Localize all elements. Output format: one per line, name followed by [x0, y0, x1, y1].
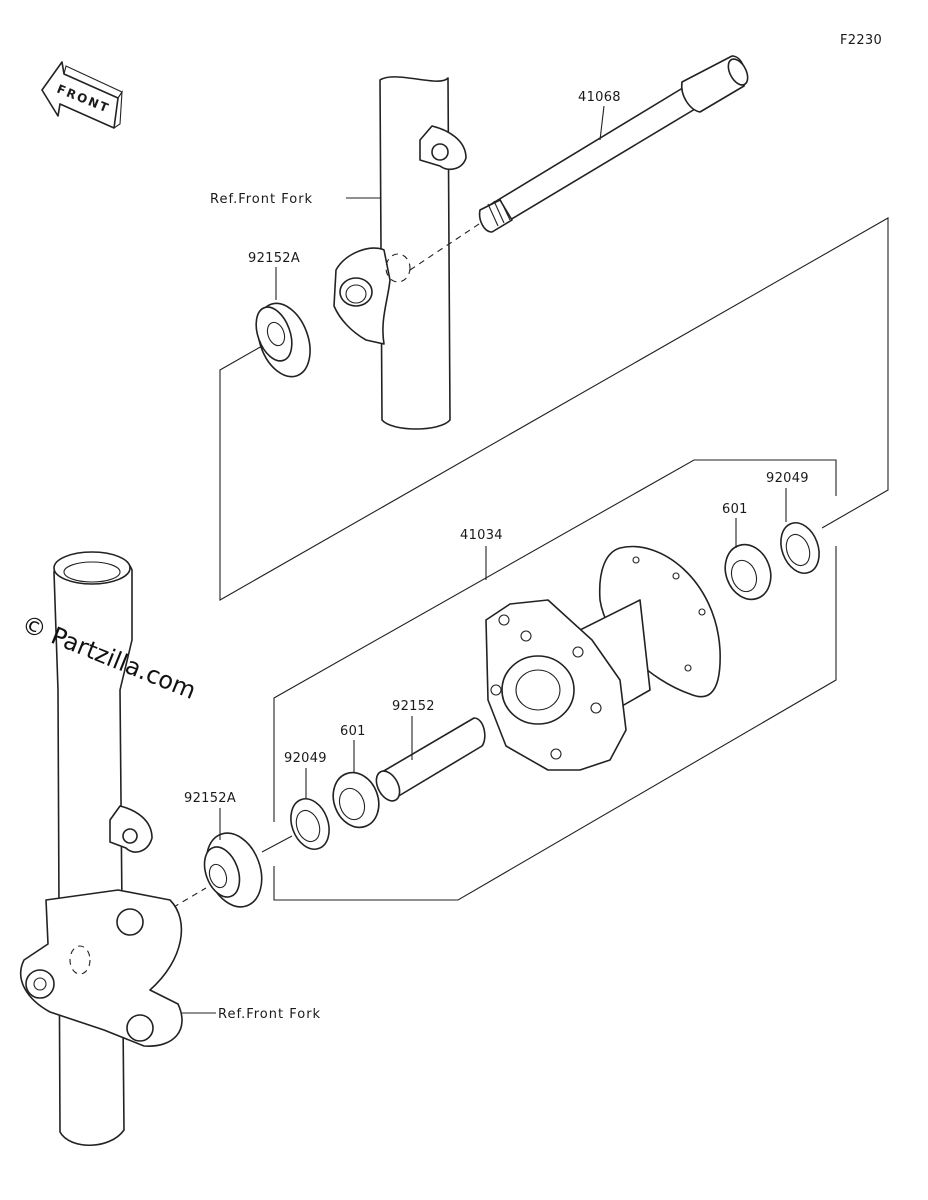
ref-front-fork-lower: Ref.Front Fork: [218, 1007, 321, 1022]
upper-fork-leg: [333, 76, 467, 430]
label-601-right: 601: [722, 502, 748, 517]
lower-fork-leg: [19, 551, 183, 1147]
label-92152: 92152: [392, 699, 435, 714]
sleeve-92152: [375, 717, 486, 802]
label-601-left: 601: [340, 724, 366, 739]
axle-41068: [409, 55, 749, 271]
label-41068: 41068: [578, 90, 621, 105]
label-92049-right: 92049: [766, 471, 809, 486]
label-92152a-bottom: 92152A: [184, 791, 236, 806]
bearing-601-right: [724, 543, 772, 601]
bearing-601-left: [332, 771, 380, 829]
seal-92049-right: [780, 522, 820, 574]
front-arrow-icon: FRONT: [41, 61, 123, 129]
collar-92152a-top: [255, 302, 311, 378]
label-92152a-top: 92152A: [248, 251, 300, 266]
label-41034: 41034: [460, 528, 503, 543]
seal-92049-left: [290, 798, 330, 850]
ref-front-fork-upper: Ref.Front Fork: [210, 192, 313, 207]
collar-92152a-bottom: [203, 832, 263, 908]
hub-41034: [485, 545, 721, 771]
label-92049-left: 92049: [284, 751, 327, 766]
diagram-code: F2230: [840, 33, 882, 48]
